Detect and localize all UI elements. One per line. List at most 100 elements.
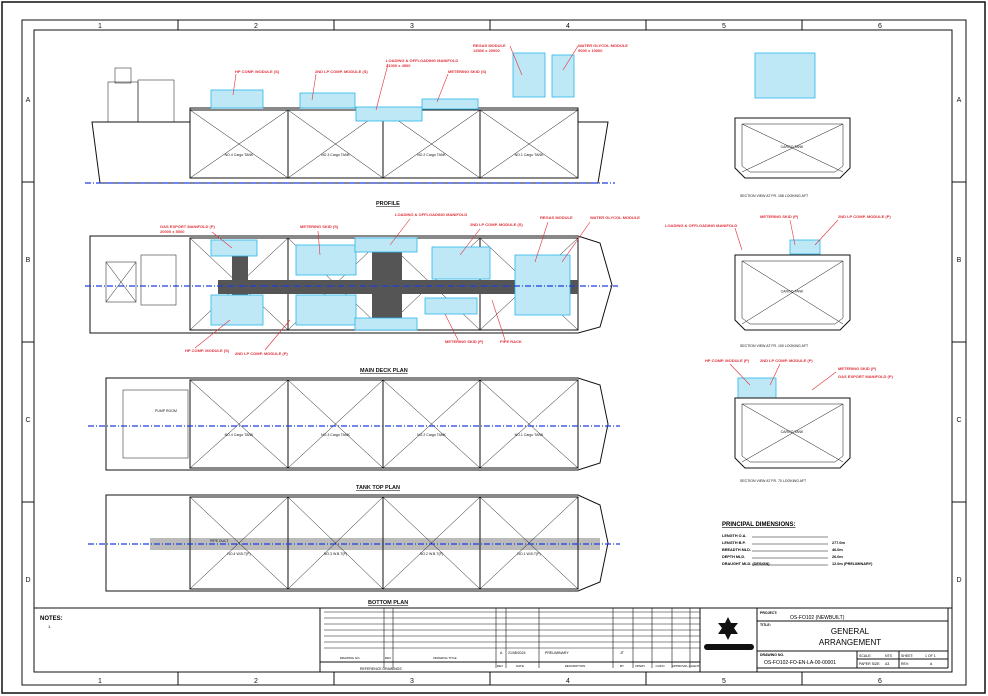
callout-water-glycol-dim: 9000 x 10000 xyxy=(578,48,603,53)
tank-cross-bracing xyxy=(479,109,579,179)
rev-row-by: JT xyxy=(620,651,625,655)
tank-label: NO.1 Cargo TANK xyxy=(515,153,544,157)
title-label: TITLE: xyxy=(760,623,771,627)
callout-water-glycol: WATER GLYCOL MODULE xyxy=(578,43,628,48)
cargo-tank-label: CARGO TANK xyxy=(781,290,804,294)
callout-lp-comp-deck-p: 2ND LP COMP. MODULE (P) xyxy=(235,351,288,356)
section-cargo-tank xyxy=(741,403,844,463)
view-title-profile: PROFILE xyxy=(376,201,400,207)
callout-lp-comp: 2ND LP COMP. MODULE (S) xyxy=(315,69,368,74)
tank-label: NO.3 Cargo TANK xyxy=(321,433,350,437)
grid-column-label: 3 xyxy=(410,678,414,685)
rev-table-header: REV xyxy=(385,656,391,660)
rev-label: REV: xyxy=(901,662,909,666)
callout-lp-comp-sec2: 2ND LP COMP. MODULE (P) xyxy=(760,358,813,363)
tank-outline xyxy=(479,109,579,179)
drawing-no: OS-FO102-FO-EN-LA-00-00001 xyxy=(764,660,836,666)
project-label: PROJECT: xyxy=(760,611,777,615)
view-title-main-deck: MAIN DECK PLAN xyxy=(360,368,408,374)
title-line-2: ARRANGEMENT xyxy=(819,638,881,647)
callout-regas: REGAS MODULE xyxy=(473,43,506,48)
section-hull xyxy=(734,397,851,469)
notes-label: NOTES: xyxy=(40,616,63,622)
drawing-frame xyxy=(33,29,953,673)
tank-cross-bracing xyxy=(189,496,289,590)
callout-lp-comp-deck: 2ND LP COMP. MODULE (S) xyxy=(470,222,523,227)
grid-column-label: 3 xyxy=(410,23,414,30)
scale-label: SCALE: xyxy=(859,654,871,658)
grid-row-label: A xyxy=(957,97,962,104)
view-title-bottom: BOTTOM PLAN xyxy=(368,600,408,606)
tank-outline xyxy=(479,496,579,590)
callout-water-deck: WATER GLYCOL MODULE xyxy=(590,215,640,220)
dimension-value: 277.0m xyxy=(832,541,846,545)
tank-cross-bracing xyxy=(189,379,289,469)
main-deck-plan: GAS EXPORT MANIFOLD (P) 20000 x 5000 MET… xyxy=(85,212,640,374)
dimension-label: BREADTH MLD. xyxy=(722,548,751,552)
tank-label: NO.2 Cargo TANK xyxy=(417,153,446,157)
tank-cross-bracing xyxy=(479,379,579,469)
grid-column-label: 4 xyxy=(566,23,570,30)
tank-label: NO.1 W.B.T(P) xyxy=(517,552,540,556)
tank-cross-bracing xyxy=(479,496,579,590)
grid-column-label: 1 xyxy=(98,678,102,685)
dimension-value: 26.0m xyxy=(832,555,843,559)
rev-row-date: 21/08/2024 xyxy=(508,651,526,655)
callout-loading-deck: LOADING & OFFLOADING MANIFOLD xyxy=(395,212,467,217)
section-3-title: SECTION VIEW AT FR. 70 LOOKING AFT xyxy=(740,479,807,483)
grid-row-label: D xyxy=(25,577,30,584)
rev-value: A xyxy=(930,662,933,666)
tank-cross-bracing xyxy=(382,496,481,590)
tank-label: NO.2 Cargo TANK xyxy=(417,433,446,437)
callout-hp-comp-sec: HP COMP. MODULE (P) xyxy=(705,358,750,363)
grid-column-label: 6 xyxy=(878,23,882,30)
principal-dimensions-title: PRINCIPAL DIMENSIONS: xyxy=(722,522,795,528)
tank-cross-bracing xyxy=(287,379,384,469)
dimension-value: 46.0m xyxy=(832,548,843,552)
section-cargo-tank xyxy=(741,123,844,173)
callout-regas-dim: 13500 x 20000 xyxy=(473,48,500,53)
grid-row-label: A xyxy=(26,97,31,104)
callout-loading-sec: LOADING & OFFLOADING MANIFOLD xyxy=(665,223,737,228)
section-1-title: SECTION VIEW AT FR. 158 LOOKING AFT xyxy=(740,194,809,198)
rev-table-header: REV xyxy=(497,664,503,668)
pump-room-label: PUMP ROOM xyxy=(155,409,177,413)
callout-gas-export: GAS EXPORT MANIFOLD (P) xyxy=(160,224,216,229)
grid-column-label: 2 xyxy=(254,678,258,685)
section-2-title: SECTION VIEW AT FR. 100 LOOKING AFT xyxy=(740,344,809,348)
grid-column-label: 2 xyxy=(254,23,258,30)
drawing-no-label: DRAWING NO. xyxy=(760,653,784,657)
callout-metering-sec: METERING SKID (P) xyxy=(760,214,799,219)
grid-row-label: D xyxy=(956,577,961,584)
tank-outline xyxy=(479,379,579,469)
grid-row-label: B xyxy=(26,257,31,264)
paper-size-value: A3 xyxy=(885,662,889,666)
grid-row-label: C xyxy=(25,417,30,424)
title-line-1: GENERAL xyxy=(831,627,870,636)
callout-metering-p: METERING SKID (P) xyxy=(445,339,484,344)
dimension-label: DEPTH MLD. xyxy=(722,555,745,559)
reference-drawings-label: REFERENCE DRAWINGS xyxy=(360,667,402,671)
tank-label: NO.3 Cargo TANK xyxy=(321,153,350,157)
callout-lp-comp-sec: 2ND LP COMP. MODULE (P) xyxy=(838,214,891,219)
section-views: LOADING & OFFLOADING MANIFOLD METERING S… xyxy=(665,52,894,483)
pipe-duct-label: PIPE DUCT xyxy=(210,539,230,543)
tank-label: NO.4 W.B.T(P) xyxy=(227,552,250,556)
tank-label: NO.1 Cargo TANK xyxy=(515,433,544,437)
rev-table-header: DRAWING TITLE xyxy=(433,656,456,660)
view-title-tank-top: TANK TOP PLAN xyxy=(356,485,400,491)
rev-row-rev: A xyxy=(500,651,503,655)
rev-table-header: CLIENT xyxy=(689,664,700,668)
cargo-tank-label: CARGO TANK xyxy=(781,430,804,434)
grid-row-label: C xyxy=(956,417,961,424)
callout-gas-export-dim: 20000 x 5000 xyxy=(160,229,185,234)
tank-cross-bracing xyxy=(287,496,384,590)
section-hull xyxy=(734,254,851,331)
bottom-plan: NO.4 W.B.T(P)NO.3 W.B.T(P)NO.2 W.B.T(P)N… xyxy=(88,494,620,606)
tank-label: NO.2 W.B.T(P) xyxy=(420,552,443,556)
rev-table-header: CHK'D xyxy=(655,664,665,668)
